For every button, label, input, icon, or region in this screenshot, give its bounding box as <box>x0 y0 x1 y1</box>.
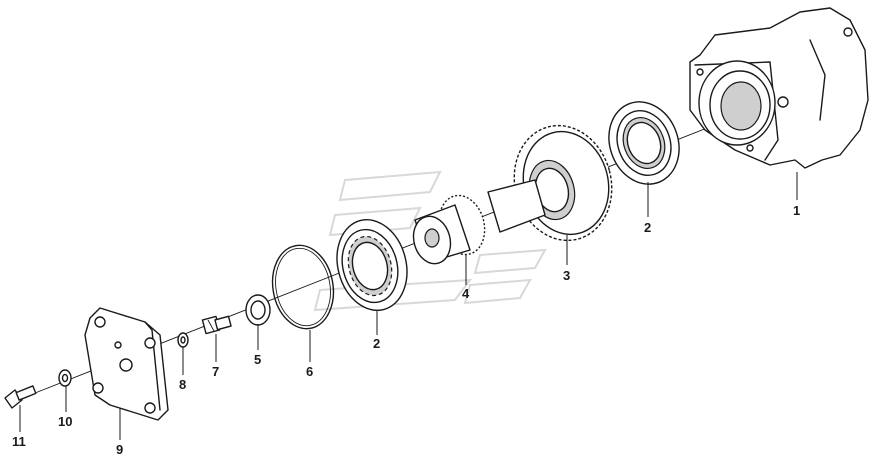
plug-fitting <box>201 315 232 335</box>
callout-3: 3 <box>563 268 570 283</box>
bolt <box>4 385 37 409</box>
splined-shaft <box>412 179 546 265</box>
small-washer <box>177 332 189 348</box>
callout-2-right: 2 <box>644 220 651 235</box>
callout-labels: 1 2 3 4 2 6 5 7 8 9 10 11 <box>12 203 800 457</box>
callout-9: 9 <box>116 442 123 457</box>
bearing-right <box>608 101 680 185</box>
o-ring <box>271 244 335 330</box>
gear <box>513 124 613 242</box>
callout-1: 1 <box>793 203 800 218</box>
callout-8: 8 <box>179 377 186 392</box>
callout-4: 4 <box>462 286 470 301</box>
callout-11: 11 <box>12 434 26 449</box>
callout-10: 10 <box>58 414 72 429</box>
seal-ring <box>245 294 271 326</box>
callout-6: 6 <box>306 364 313 379</box>
cover-plate <box>84 307 169 421</box>
callout-7: 7 <box>212 364 219 379</box>
housing <box>689 7 869 169</box>
callout-2-left: 2 <box>373 336 380 351</box>
watermark-logo <box>313 170 547 312</box>
leader-lines <box>19 172 798 440</box>
washer <box>58 369 72 387</box>
bearing-left <box>336 219 408 311</box>
callout-5: 5 <box>254 352 261 367</box>
